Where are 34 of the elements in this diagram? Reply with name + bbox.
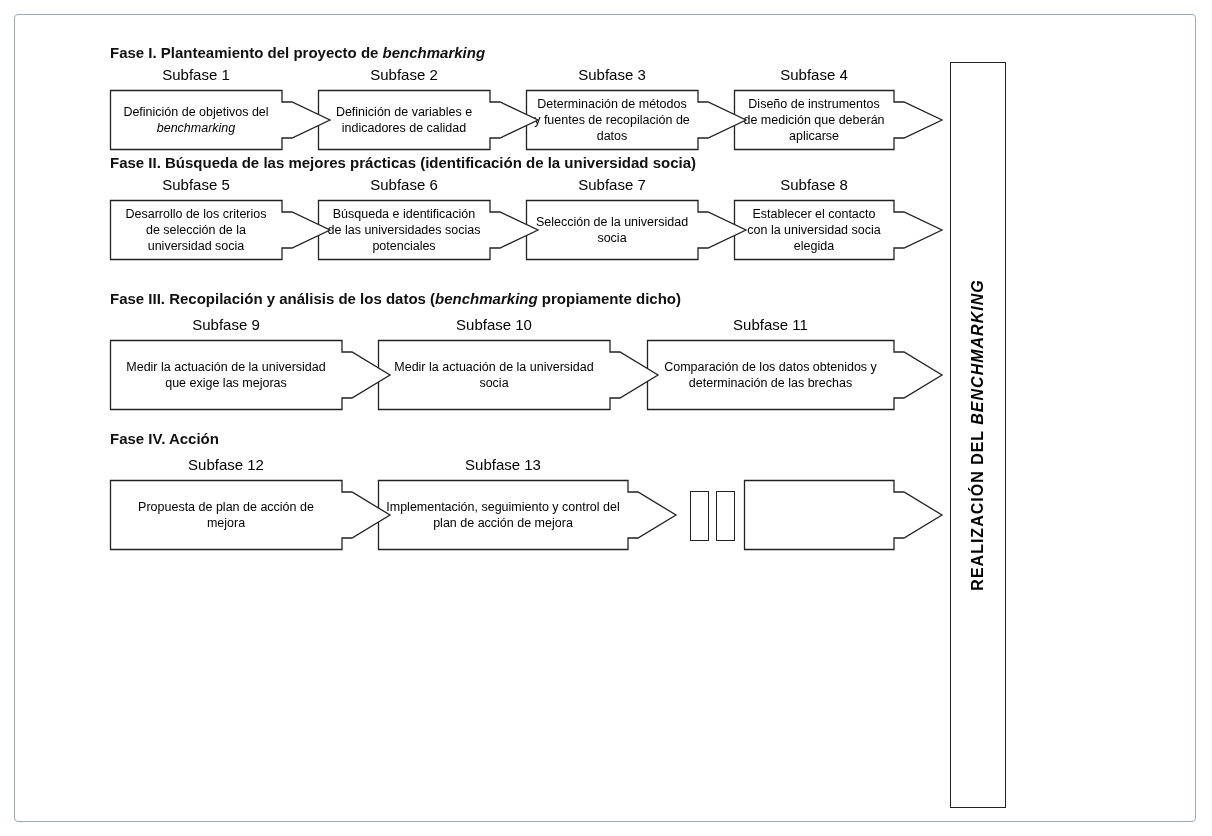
small-box [716, 491, 735, 541]
step-text: Búsqueda e identificación de las universidades socias potenciales [326, 206, 482, 254]
step-heading: Subfase 8 [779, 176, 849, 193]
bar-text: REALIZACIÓN DEL BENCHMARKING [969, 279, 987, 591]
step-text: Medir la actuación de la universidad socia [393, 359, 595, 391]
step-text: Diseño de instrumentos de medición que deberán aplicarse [742, 96, 886, 144]
step-heading: Subfase 12 [187, 456, 265, 473]
step-text: Implementación, seguimiento y control del plan de acción de mejora [386, 499, 620, 531]
phase-heading: Fase IV. Acción [110, 430, 219, 447]
process-step-shape [744, 480, 944, 550]
step-heading: Subfase 13 [464, 456, 542, 473]
step-text: Desarrollo de los criterios de selección de la universidad socia [124, 206, 268, 254]
step-text: Establecer el contacto con la universidad socia elegida [746, 206, 882, 254]
step-heading: Subfase 5 [161, 176, 231, 193]
step-heading: Subfase 6 [369, 176, 439, 193]
step-text: Selección de la universidad socia [534, 214, 690, 246]
step-heading: Subfase 9 [191, 316, 261, 333]
step-heading: Subfase 7 [577, 176, 647, 193]
step-heading: Subfase 10 [455, 316, 533, 333]
vertical-bar [950, 62, 1006, 808]
step-heading: Subfase 4 [779, 66, 849, 83]
phase-heading: Fase II. Búsqueda de las mejores prácticas (identificación de la universidad socia) [110, 154, 697, 171]
step-text: Propuesta de plan de acción de mejora [137, 499, 315, 531]
step-heading: Subfase 11 [732, 316, 809, 333]
phase-heading: Fase III. Recopilación y análisis de los datos (benchmarking propiamente dicho) [110, 290, 681, 307]
step-text: Definición de variables e indicadores de calidad [334, 104, 474, 136]
step-heading: Subfase 2 [369, 66, 439, 83]
step-heading: Subfase 3 [577, 66, 647, 83]
step-text: Comparación de los datos obtenidos y determinación de las brechas [663, 359, 878, 391]
step-text: Definición de objetivos del benchmarking [122, 104, 270, 136]
step-heading: Subfase 1 [161, 66, 231, 83]
step-text: Medir la actuación de la universidad que exige las mejoras [125, 359, 327, 391]
phase-heading: Fase I. Planteamiento del proyecto de benchmarking [110, 44, 486, 61]
small-box [690, 491, 709, 541]
